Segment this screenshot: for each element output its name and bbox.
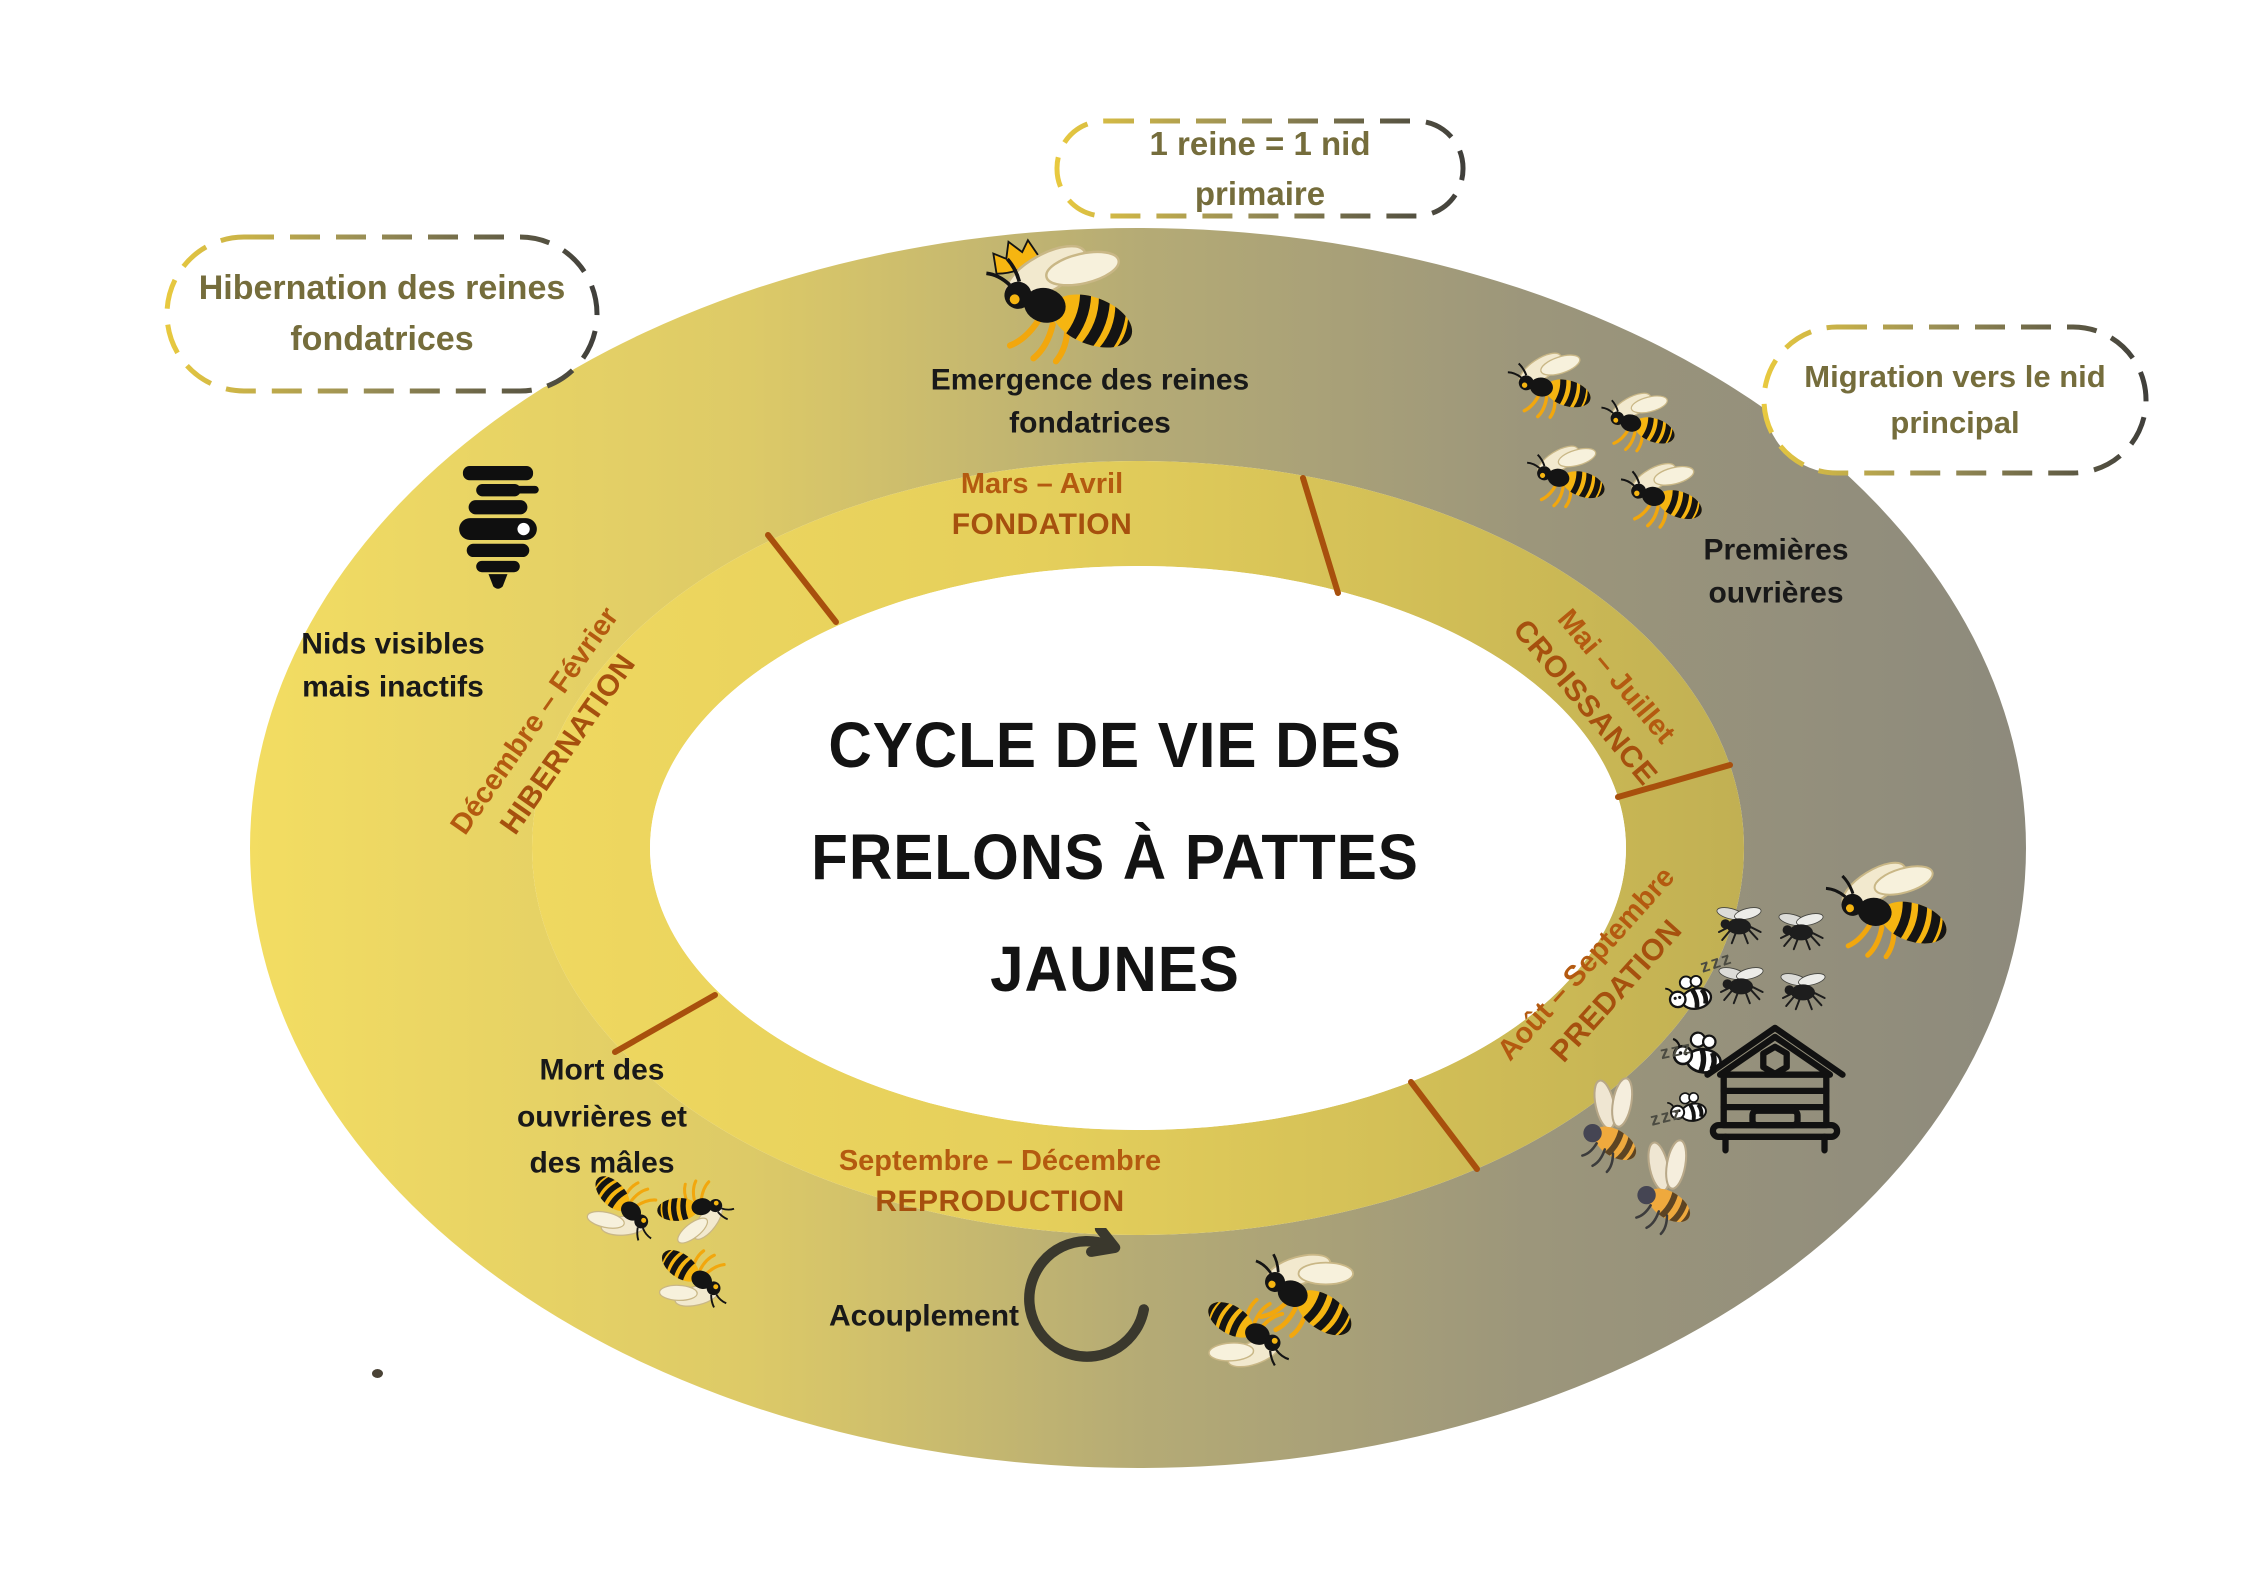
phase-reproduction: Septembre – Décembre REPRODUCTION (839, 1145, 1161, 1219)
label-line: mais inactifs (302, 670, 484, 703)
title-line: JAUNES (990, 933, 1240, 1005)
label-line: Emergence des reines (930, 363, 1250, 397)
callout-migration-text: Migration vers le nid principal (1804, 358, 2106, 441)
label-line: fondatrices (1009, 406, 1171, 439)
dashed-border (164, 234, 600, 394)
dashed-border (1054, 118, 1466, 219)
dashed-border (1761, 324, 2149, 476)
center-disc (650, 566, 1626, 1130)
phase-name: FONDATION (951, 508, 1133, 541)
label-mort: Mort des ouvrières et des mâles (517, 1047, 687, 1187)
callout-queen-nest: 1 reine = 1 nid primaire (1053, 117, 1467, 220)
stray-dot (372, 1369, 383, 1378)
callout-hibernation: Hibernation des reines fondatrices (163, 233, 601, 395)
title-line: CYCLE DE VIE DES (828, 709, 1402, 781)
label-line: Premières (1703, 533, 1849, 567)
phase-divider (612, 992, 718, 1055)
phase-divider (1300, 475, 1341, 596)
beehive-outline-icon (1698, 1018, 1852, 1162)
callout-queen-nest-text: 1 reine = 1 nid primaire (1149, 125, 1371, 212)
phase-divider (1615, 762, 1733, 800)
label-emergence: Emergence des reines fondatrices (931, 359, 1250, 444)
page-title: CYCLE DE VIE DES FRELONS À PATTES JAUNES (811, 689, 1419, 1025)
label-line: Acouplement (828, 1299, 1020, 1333)
phase-name: REPRODUCTION (875, 1185, 1125, 1218)
worker-hornet-icon (1517, 437, 1616, 520)
fly-icon (1774, 966, 1832, 1014)
worker-hornet-icon (1611, 455, 1713, 540)
cycle-arrow-icon (1016, 1228, 1158, 1370)
phase-divider (765, 532, 839, 625)
label-premieres-ouvrieres: Premières ouvrières (1703, 529, 1848, 614)
phase-fondation: Mars – Avril FONDATION (952, 468, 1133, 542)
phase-months: Mars – Avril (960, 468, 1124, 500)
label-line: Nids visibles (301, 627, 485, 661)
outer-ring (250, 228, 2026, 1468)
title-line: FRELONS À PATTES (811, 821, 1419, 893)
callout-migration: Migration vers le nid principal (1760, 323, 2150, 477)
skep-hive-icon (450, 466, 546, 594)
honeybee-icon (1628, 1138, 1710, 1240)
label-acouplement: Acouplement (829, 1296, 1019, 1339)
mating-hornet-icon (1193, 1286, 1304, 1377)
phase-divider (1408, 1079, 1480, 1172)
label-line: Mort des (539, 1053, 665, 1087)
fly-icon (1710, 900, 1768, 948)
label-nids-visibles: Nids visibles mais inactifs (301, 623, 484, 708)
hornet-icon (1811, 849, 1965, 977)
label-line: ouvrières (1708, 576, 1844, 609)
label-line: des mâles (529, 1146, 675, 1180)
phase-months: Septembre – Décembre (838, 1145, 1162, 1177)
callout-hibernation-text: Hibernation des reines fondatrices (198, 269, 566, 358)
queen-hornet-icon (956, 220, 1153, 384)
label-line: ouvrières et (516, 1099, 688, 1133)
